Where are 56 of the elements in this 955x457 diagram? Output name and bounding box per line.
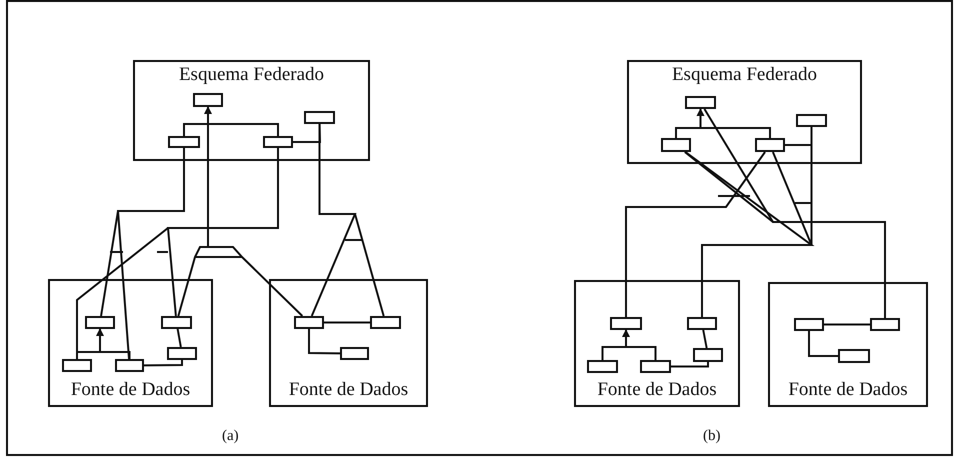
- connector-line: [625, 151, 766, 317]
- entity-box: [687, 317, 717, 330]
- entity-box: [587, 360, 618, 373]
- panel-label: (b): [703, 428, 720, 445]
- arrow: [204, 106, 279, 136]
- entity-box: [340, 347, 369, 360]
- connector-line: [144, 360, 183, 366]
- connector-line: [176, 328, 182, 348]
- connector-line: [308, 329, 340, 354]
- box-title: Fonte de Dados: [70, 379, 192, 401]
- connector-line: [324, 322, 370, 324]
- panel-label: (a): [222, 428, 239, 445]
- entity-box: [161, 316, 192, 329]
- connector-line: [704, 108, 886, 318]
- schema-box: [133, 60, 370, 161]
- box-title: Esquema Federado: [178, 64, 326, 86]
- entity-box: [62, 359, 92, 372]
- entity-box: [85, 316, 115, 329]
- entity-box: [685, 96, 716, 109]
- box-title: Esquema Federado: [670, 64, 818, 86]
- entity-box: [193, 93, 223, 107]
- arrow: [696, 108, 771, 138]
- connector-line: [116, 148, 185, 360]
- entity-box: [796, 114, 827, 127]
- entity-box: [755, 138, 785, 152]
- connector-line: [318, 124, 385, 316]
- entity-box: [294, 316, 324, 329]
- entity-box: [661, 138, 691, 152]
- schema-box: [574, 280, 740, 407]
- box-title: Fonte de Dados: [288, 379, 410, 401]
- entity-box: [168, 136, 200, 148]
- entity-box: [370, 316, 401, 329]
- schema-box: [768, 282, 928, 407]
- schema-box: [627, 60, 862, 164]
- schema-box: [48, 279, 213, 407]
- connector-line: [671, 362, 709, 368]
- entity-box: [610, 317, 642, 330]
- connector-line: [207, 107, 304, 317]
- entity-box: [115, 359, 144, 372]
- box-title: Fonte de Dados: [787, 379, 909, 401]
- connector-line: [808, 331, 838, 357]
- arrow: [622, 329, 656, 360]
- entity-box: [693, 348, 723, 362]
- entity-box: [838, 349, 870, 363]
- entity-box: [304, 111, 335, 124]
- entity-box: [794, 318, 824, 331]
- entity-box: [263, 136, 293, 148]
- connector-line: [76, 148, 279, 359]
- schema-box: [269, 279, 428, 407]
- entity-box: [640, 360, 671, 373]
- connector-line: [702, 330, 708, 348]
- entity-box: [870, 318, 900, 331]
- arrow: [96, 328, 130, 359]
- entity-box: [167, 347, 197, 360]
- connector-line: [824, 324, 870, 326]
- box-title: Fonte de Dados: [596, 379, 718, 401]
